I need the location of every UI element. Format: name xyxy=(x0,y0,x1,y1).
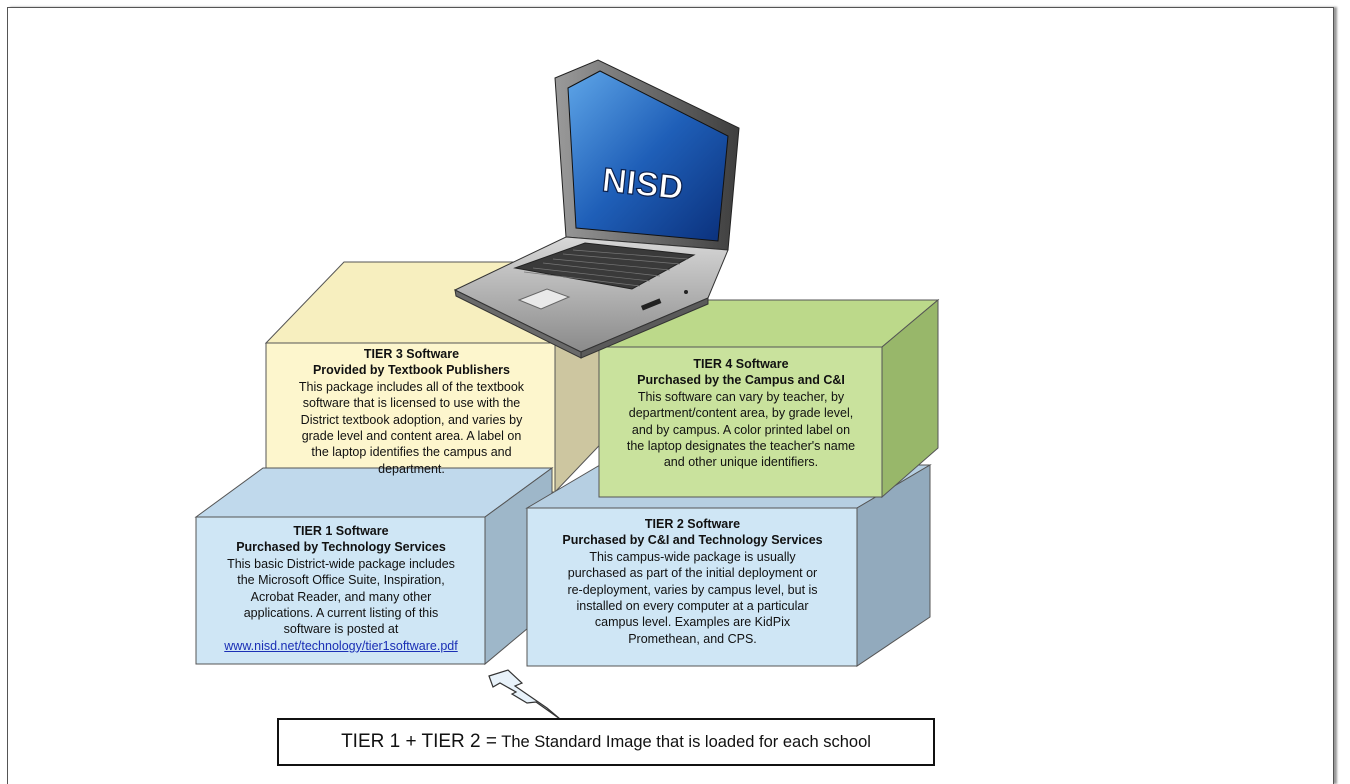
laptop-screen-label: NISD xyxy=(600,161,685,207)
tier1-subtitle: Purchased by Technology Services xyxy=(236,540,446,555)
tier1-software-link[interactable]: www.nisd.net/technology/tier1software.pd… xyxy=(224,638,458,653)
tier4-front xyxy=(598,346,883,498)
tier2-line: purchased as part of the initial deploym… xyxy=(567,566,818,581)
tier1-line: applications. A current listing of this xyxy=(243,606,439,621)
tier3-title: TIER 3 Software xyxy=(363,347,460,361)
summary-text: The Standard Image that is loaded for ea… xyxy=(497,732,871,751)
tier4-line: and other unique identifiers. xyxy=(663,455,819,470)
tier3-line: District textbook adoption, and varies b… xyxy=(300,412,523,427)
laptop-led xyxy=(684,290,688,294)
tier4-line: the laptop designates the teacher's name xyxy=(626,439,856,454)
lightning-connector xyxy=(488,669,561,720)
keyboard-keys xyxy=(523,249,689,287)
tier4-line: department/content area, by grade level, xyxy=(628,406,854,421)
laptop-front-edge xyxy=(580,297,709,359)
tier1-title: TIER 1 Software xyxy=(293,524,389,538)
tier1-line: This basic District-wide package include… xyxy=(227,556,455,571)
tier4-cube xyxy=(597,298,940,499)
tier2-text: TIER 2 Software Purchased by C&I and Tec… xyxy=(528,516,857,647)
tier1-front xyxy=(195,516,486,665)
tier2-line: installed on every computer at a particu… xyxy=(576,599,809,614)
tier2-line: Promethean, and CPS. xyxy=(628,631,757,646)
tier3-line: grade level and content area. A label on xyxy=(301,429,522,444)
tier2-line: This campus-wide package is usually xyxy=(589,549,796,564)
laptop-keyboard xyxy=(513,242,696,290)
tier1-line: software is posted at xyxy=(283,622,399,637)
tier2-subtitle: Purchased by C&I and Technology Services xyxy=(562,533,823,548)
tier3-subtitle: Provided by Textbook Publishers xyxy=(312,363,511,378)
tier2-title: TIER 2 Software xyxy=(644,517,741,531)
laptop-illustration: NISD xyxy=(453,59,740,359)
tier3-line: This package includes all of the textboo… xyxy=(298,379,525,394)
tier4-title: TIER 4 Software xyxy=(693,357,789,371)
tier4-text: TIER 4 Software Purchased by the Campus … xyxy=(600,356,882,471)
tier4-line: This software can vary by teacher, by xyxy=(637,389,845,404)
summary-equation: TIER 1 + TIER 2 = xyxy=(341,731,497,752)
laptop-port xyxy=(640,298,662,311)
tier2-front xyxy=(526,507,858,667)
tier2-line: campus level. Examples are KidPix xyxy=(594,615,791,630)
tier3-line: department. xyxy=(378,461,445,476)
tier4-line: and by campus. A color printed label on xyxy=(631,422,851,437)
tier1-text: TIER 1 Software Purchased by Technology … xyxy=(197,523,485,654)
tier1-line: Acrobat Reader, and many other xyxy=(250,589,432,604)
tier1-line: the Microsoft Office Suite, Inspiration, xyxy=(237,573,445,588)
tier4-subtitle: Purchased by the Campus and C&I xyxy=(637,373,845,388)
laptop-screen xyxy=(567,70,729,242)
tier3-line: software that is licensed to use with th… xyxy=(302,396,521,411)
laptop-touchpad xyxy=(517,288,571,310)
summary-box: TIER 1 + TIER 2 = The Standard Image tha… xyxy=(277,718,935,766)
tier3-text: TIER 3 Software Provided by Textbook Pub… xyxy=(268,346,555,477)
tier2-line: re-deployment, varies by campus level, b… xyxy=(567,582,818,597)
tier3-front xyxy=(265,342,556,493)
tier3-line: the laptop identifies the campus and xyxy=(311,445,512,460)
